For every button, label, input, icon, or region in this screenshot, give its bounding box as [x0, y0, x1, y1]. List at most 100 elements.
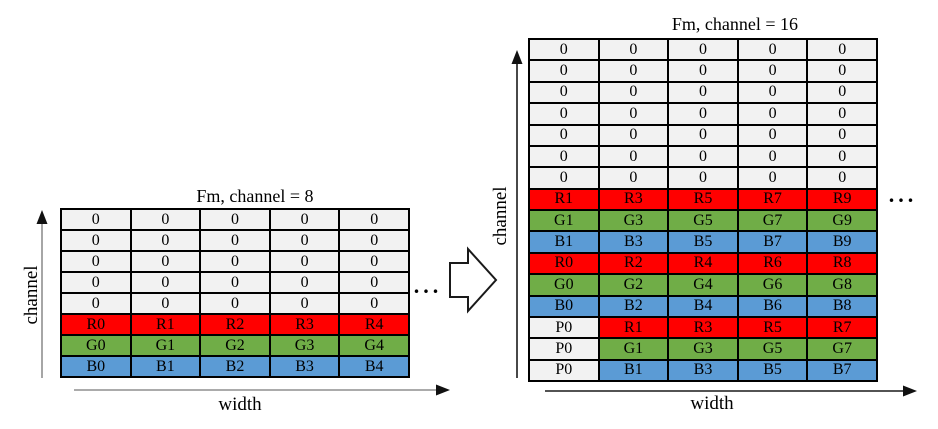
matrix-cell-0: 0	[806, 80, 878, 105]
matrix-cell-g3: G3	[268, 334, 341, 357]
matrix-cell-r0: R0	[528, 251, 600, 276]
matrix-cell-g3: G3	[667, 337, 739, 361]
matrix-cell-0: 0	[60, 208, 132, 231]
matrix-cell-0: 0	[736, 80, 809, 105]
matrix-cell-0: 0	[268, 292, 341, 315]
matrix-cell-0: 0	[338, 250, 410, 273]
matrix-cell-0: 0	[806, 123, 878, 147]
matrix-cell-0: 0	[60, 271, 132, 294]
left-width-axis-label: width	[218, 394, 262, 415]
matrix-cell-0: 0	[199, 229, 271, 252]
matrix-cell-g5: G5	[736, 337, 809, 361]
matrix-cell-0: 0	[597, 80, 670, 105]
matrix-cell-r5: R5	[736, 315, 809, 340]
matrix-cell-r1: R1	[597, 315, 670, 340]
matrix-cell-g6: G6	[736, 273, 809, 297]
matrix-cell-0: 0	[528, 102, 600, 126]
matrix-cell-0: 0	[736, 166, 809, 190]
matrix-cell-b6: B6	[736, 294, 809, 318]
matrix-cell-0: 0	[60, 292, 132, 315]
matrix-cell-r2: R2	[199, 313, 271, 336]
matrix-cell-0: 0	[736, 144, 809, 169]
matrix-cell-0: 0	[338, 229, 410, 252]
matrix-cell-g0: G0	[528, 273, 600, 297]
matrix-cell-r1: R1	[528, 187, 600, 212]
right-width-axis-label: width	[690, 393, 734, 414]
matrix-cell-0: 0	[129, 271, 202, 294]
matrix-cell-0: 0	[268, 229, 341, 252]
matrix-cell-0: 0	[597, 59, 670, 83]
matrix-cell-0: 0	[129, 250, 202, 273]
matrix-cell-g8: G8	[806, 273, 878, 297]
matrix-cell-b7: B7	[736, 230, 809, 254]
matrix-cell-0: 0	[268, 250, 341, 273]
matrix-cell-r5: R5	[667, 187, 739, 212]
matrix-cell-0: 0	[338, 208, 410, 231]
right-fm-title: Fm, channel = 16	[671, 14, 799, 34]
matrix-cell-g5: G5	[667, 208, 739, 233]
matrix-cell-p0: P0	[528, 337, 600, 361]
matrix-cell-g4: G4	[667, 273, 739, 297]
matrix-cell-0: 0	[528, 144, 600, 169]
matrix-cell-0: 0	[597, 123, 670, 147]
matrix-cell-0: 0	[667, 102, 739, 126]
matrix-cell-r8: R8	[806, 251, 878, 276]
matrix-cell-0: 0	[129, 292, 202, 315]
matrix-cell-0: 0	[268, 208, 341, 231]
matrix-cell-0: 0	[528, 166, 600, 190]
matrix-cell-b1: B1	[129, 355, 202, 378]
matrix-cell-g7: G7	[736, 208, 809, 233]
matrix-cell-0: 0	[667, 123, 739, 147]
matrix-cell-0: 0	[199, 271, 271, 294]
matrix-cell-b0: B0	[60, 355, 132, 378]
matrix-cell-b3: B3	[597, 230, 670, 254]
matrix-cell-r0: R0	[60, 313, 132, 336]
matrix-cell-0: 0	[667, 144, 739, 169]
matrix-cell-0: 0	[268, 271, 341, 294]
matrix-cell-g4: G4	[338, 334, 410, 357]
matrix-cell-r7: R7	[806, 315, 878, 340]
matrix-cell-b4: B4	[338, 355, 410, 378]
matrix-cell-p0: P0	[528, 315, 600, 340]
matrix-cell-g2: G2	[597, 273, 670, 297]
matrix-cell-b5: B5	[667, 230, 739, 254]
right-ellipsis: ...	[888, 182, 918, 207]
matrix-cell-0: 0	[60, 250, 132, 273]
matrix-cell-0: 0	[667, 59, 739, 83]
matrix-cell-r6: R6	[736, 251, 809, 276]
right-channel-axis-arrow	[511, 50, 523, 378]
matrix-cell-0: 0	[736, 37, 809, 62]
matrix-cell-b1: B1	[597, 358, 670, 383]
matrix-cell-b0: B0	[528, 294, 600, 318]
matrix-cell-b8: B8	[806, 294, 878, 318]
left-ellipsis: ...	[413, 273, 443, 298]
matrix-cell-b5: B5	[736, 358, 809, 383]
matrix-cell-0: 0	[338, 271, 410, 294]
matrix-cell-r3: R3	[667, 315, 739, 340]
matrix-cell-0: 0	[129, 208, 202, 231]
matrix-cell-r3: R3	[597, 187, 670, 212]
matrix-cell-b1: B1	[528, 230, 600, 254]
matrix-cell-r4: R4	[338, 313, 410, 336]
matrix-cell-0: 0	[736, 102, 809, 126]
